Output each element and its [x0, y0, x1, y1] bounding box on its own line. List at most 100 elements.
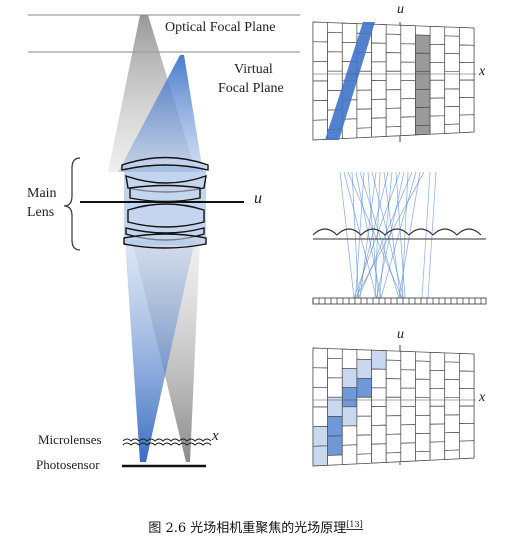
bottom-panel-x-label: x	[479, 390, 486, 405]
light-field-cell	[327, 454, 343, 466]
light-ray	[376, 171, 405, 299]
light-field-cell	[415, 360, 431, 380]
light-field-cell	[327, 357, 343, 379]
light-field-cell	[429, 26, 446, 46]
top-panel-cells	[312, 21, 475, 141]
light-field-cell	[429, 61, 446, 81]
light-field-cell	[356, 453, 372, 465]
light-field-cell	[341, 425, 358, 446]
middle-microlens-panel	[312, 171, 487, 305]
light-field-cell	[429, 79, 446, 99]
light-field-cell	[385, 107, 402, 128]
light-ray	[359, 171, 377, 299]
light-field-cell	[444, 53, 460, 72]
light-field-cell	[371, 23, 387, 44]
light-field-cell	[371, 368, 387, 389]
light-field-cell	[356, 108, 372, 129]
light-ray	[355, 171, 425, 299]
light-field-cell	[385, 378, 402, 398]
light-field-cell	[444, 432, 460, 451]
top-panel-blue-stripe	[325, 22, 375, 140]
light-field-cell	[429, 43, 446, 63]
light-field-cell	[400, 424, 416, 444]
light-field-cell	[444, 88, 460, 108]
bottom-light-field-panel	[312, 345, 476, 467]
light-field-cell	[312, 426, 328, 447]
light-field-cell	[385, 52, 402, 72]
light-field-cell	[415, 414, 431, 434]
light-field-cell	[327, 51, 343, 72]
light-field-cell	[400, 61, 416, 81]
light-field-cell	[341, 444, 358, 465]
light-field-cell	[429, 441, 446, 461]
light-field-cell	[385, 452, 402, 463]
photosensor-label: Photosensor	[36, 457, 100, 472]
virtual-focal-plane-label-line2: Focal Plane	[218, 81, 284, 96]
light-ray	[395, 171, 406, 299]
light-field-cell	[371, 424, 387, 445]
light-ray	[367, 171, 379, 299]
middle-panel-microlens-curve	[312, 228, 482, 236]
light-field-cell	[371, 443, 387, 464]
light-field-cell	[385, 433, 402, 454]
light-field-cell	[385, 415, 402, 435]
main-lens-label-line2: Lens	[27, 205, 55, 220]
light-ray	[421, 171, 431, 299]
light-field-cell	[444, 106, 460, 125]
light-field-cell	[312, 386, 328, 408]
light-field-cell	[341, 387, 358, 408]
light-ray	[353, 171, 401, 299]
light-field-cell	[371, 117, 387, 138]
light-ray	[347, 171, 403, 299]
light-field-cell	[385, 359, 402, 380]
light-field-cell	[459, 27, 475, 46]
microlenses-label: Microlenses	[38, 432, 102, 447]
light-field-cell	[459, 388, 475, 407]
light-field-cell	[312, 367, 328, 388]
light-field-cell	[312, 80, 328, 102]
light-field-cell	[400, 406, 416, 426]
light-field-cell	[371, 406, 387, 426]
light-ray	[339, 171, 355, 299]
light-field-cell	[415, 432, 431, 453]
light-field-cell	[415, 88, 431, 108]
figure-caption: 图 2.6 光场相机重聚焦的光场原理[13]	[0, 517, 511, 536]
virtual-focal-plane-label-line1: Virtual	[234, 62, 273, 77]
main-u-axis-label: u	[254, 190, 262, 207]
top-light-field-panel	[312, 21, 476, 142]
light-field-cell	[312, 60, 328, 82]
light-field-cell	[312, 41, 328, 62]
light-ray	[351, 171, 359, 299]
light-field-cell	[429, 352, 446, 372]
light-field-cell	[385, 89, 402, 109]
light-field-cell	[415, 450, 431, 462]
blue-ray-cone-lower	[125, 240, 195, 462]
microlens-array-row2	[122, 442, 212, 446]
light-field-cell	[356, 358, 372, 379]
light-ray	[380, 171, 417, 299]
light-field-cell	[459, 44, 475, 64]
middle-panel-rays	[339, 171, 437, 299]
light-field-cell	[400, 369, 416, 389]
light-field-cell	[371, 387, 387, 407]
light-field-cell	[415, 106, 431, 127]
light-field-cell	[356, 415, 372, 436]
light-ray	[383, 171, 401, 299]
top-panel-u-label: u	[397, 2, 404, 17]
light-field-cell	[356, 377, 372, 398]
light-ray	[401, 171, 409, 299]
light-field-cell	[400, 43, 416, 63]
light-field-cell	[312, 347, 328, 369]
light-ray	[374, 171, 381, 299]
light-field-cell	[341, 22, 358, 44]
light-field-cell	[459, 405, 475, 424]
light-ray	[359, 171, 400, 299]
light-field-cell	[327, 416, 343, 437]
light-field-cell	[444, 379, 460, 398]
light-field-cell	[341, 406, 358, 427]
light-field-cell	[371, 349, 387, 370]
blue-ray-cone-upper	[118, 55, 203, 172]
light-field-cell	[400, 80, 416, 100]
light-field-cell	[312, 406, 328, 428]
microlens-array	[122, 438, 212, 442]
